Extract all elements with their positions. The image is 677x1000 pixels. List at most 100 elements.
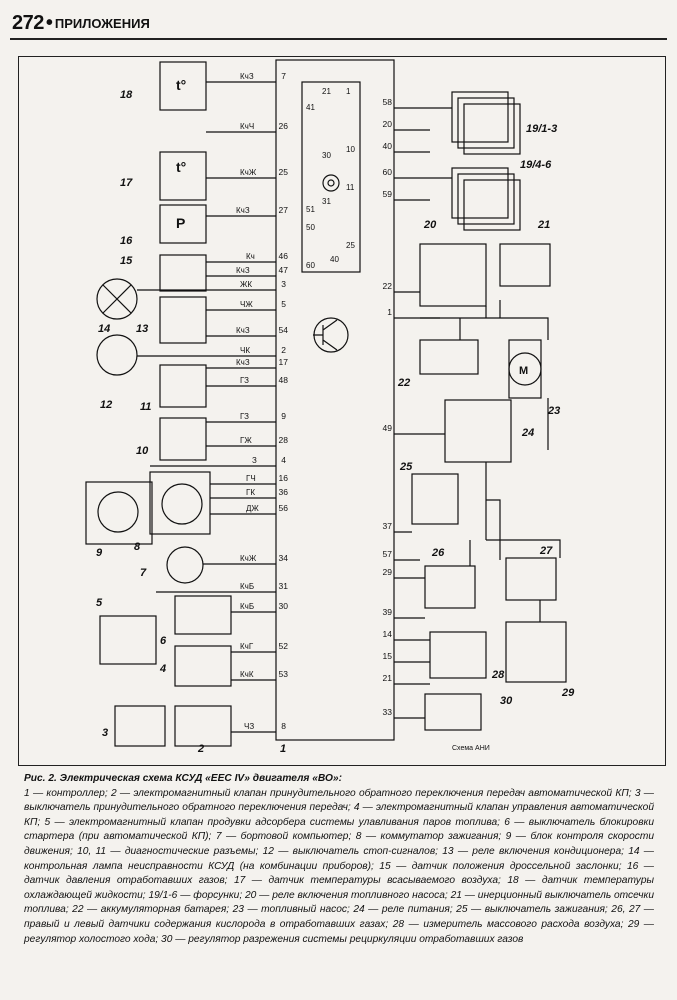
ref-19-1: 19/1-3 (526, 123, 557, 135)
pin-number: 48 (279, 375, 289, 385)
pin-number: 9 (281, 411, 286, 421)
pin-number: 26 (279, 121, 289, 131)
connector-pin: 31 (322, 197, 331, 206)
pin-label: ГЗ (240, 412, 249, 421)
pin-label: Кч (246, 252, 255, 261)
pin-label: З (252, 456, 257, 465)
caption-legend: 1 — контроллер; 2 — электромагнитный кла… (24, 787, 654, 945)
pin-number: 2 (281, 345, 286, 355)
o2-27-box (505, 557, 557, 601)
pin-number: 20 (383, 119, 393, 129)
pin-label: ГЧ (246, 474, 256, 483)
ref-18: 18 (120, 89, 133, 101)
connector-block (301, 81, 361, 273)
connector-pin: 21 (322, 87, 331, 96)
pin-number: 22 (383, 281, 393, 291)
pin-number: 15 (383, 651, 393, 661)
pin-label: КчК (240, 670, 254, 679)
pin-number: 60 (383, 167, 393, 177)
ref-25: 25 (399, 461, 413, 473)
lamp-14 (96, 278, 138, 320)
pin-label: ЧЖ (240, 300, 253, 309)
motor-symbol: M (519, 365, 528, 377)
pin-label: ГЗ (240, 376, 249, 385)
block-9-frame (85, 481, 153, 545)
temp-symbol-17: t° (176, 159, 186, 175)
valve-2-box (174, 705, 232, 747)
ref-29: 29 (561, 687, 575, 699)
injectors-19-1 (451, 91, 509, 143)
switch-12 (96, 334, 138, 376)
pin-number: 53 (279, 669, 289, 679)
connector-pin: 10 (346, 145, 355, 154)
section-title: ПРИЛОЖЕНИЯ (54, 15, 150, 31)
pin-number: 31 (279, 581, 289, 591)
pin-label: КчЧ (240, 122, 254, 131)
pin-label: КчГ (240, 642, 254, 651)
sensor-16-box (159, 204, 207, 244)
pin-number: 37 (383, 521, 393, 531)
pin-label: КчЗ (236, 206, 250, 215)
connector-pin: 40 (330, 255, 339, 264)
relay-24-box (444, 399, 512, 463)
ref-30: 30 (500, 695, 513, 707)
maf-28-box (429, 631, 487, 679)
pin-label: ГЖ (240, 436, 252, 445)
pin-number: 16 (279, 473, 289, 483)
pin-label: КчЖ (240, 168, 257, 177)
connector-pin: 25 (346, 241, 355, 250)
switch-25-box (411, 473, 459, 525)
ref-3: 3 (102, 727, 108, 739)
connector-pin: 1 (346, 87, 351, 96)
pin-number: 3 (281, 279, 286, 289)
ref-21: 21 (537, 219, 550, 231)
ref-15: 15 (120, 255, 133, 267)
pin-number: 5 (281, 299, 286, 309)
pin-number: 1 (387, 307, 392, 317)
pin-label: ЧК (240, 346, 250, 355)
pin-number: 36 (279, 487, 289, 497)
battery-22 (419, 339, 479, 375)
ref-9: 9 (96, 547, 103, 559)
pressure-symbol: P (176, 215, 185, 231)
relay-13-box (159, 296, 207, 344)
switch-21-box (499, 243, 551, 287)
wiring-diagram: КчЗ КчЧ КчЖ КчЗ Кч КчЗ ЖК ЧЖ КчЗ ЧК КчЗ … (85, 59, 575, 755)
ref-16: 16 (120, 235, 133, 247)
commutator-8-frame (149, 471, 211, 535)
valve-4-box (174, 645, 232, 687)
temp-symbol-18: t° (176, 77, 186, 93)
page-number: 272 (12, 11, 44, 34)
switch-3-box (114, 705, 166, 747)
pin-label: ЖК (240, 280, 252, 289)
connector-pin: 41 (306, 103, 315, 112)
pin-number: 47 (279, 265, 289, 275)
injectors-19-4 (451, 167, 509, 219)
pin-number: 52 (279, 641, 289, 651)
figure-caption: Рис. 2. Электрическая схема КСУД «EEC IV… (24, 772, 654, 947)
pin-label: ДЖ (246, 504, 259, 513)
pin-number: 4 (281, 455, 286, 465)
connector-pin: 51 (306, 205, 315, 214)
ref-19-4: 19/4-6 (520, 159, 552, 171)
diag-10-box (159, 417, 207, 461)
connector-pin: 60 (306, 261, 315, 270)
pin-number: 7 (281, 71, 286, 81)
relay-20-box (419, 243, 487, 307)
sensor-15-box (159, 254, 207, 292)
ref-12: 12 (100, 399, 112, 411)
pin-number: 54 (279, 325, 289, 335)
controller-body (275, 59, 395, 741)
ref-17: 17 (120, 177, 133, 189)
ref-20: 20 (423, 219, 437, 231)
pin-number: 14 (383, 629, 393, 639)
pin-number: 40 (383, 141, 393, 151)
ref-23: 23 (547, 405, 560, 417)
valve-5-box (99, 615, 157, 665)
egr-30-box (424, 693, 482, 731)
pin-label: КчЗ (240, 72, 254, 81)
caption-title: Рис. 2. Электрическая схема КСУД «EEC IV… (24, 773, 342, 784)
ref-28: 28 (491, 669, 505, 681)
ref-5: 5 (96, 597, 103, 609)
pin-label: ГК (246, 488, 255, 497)
